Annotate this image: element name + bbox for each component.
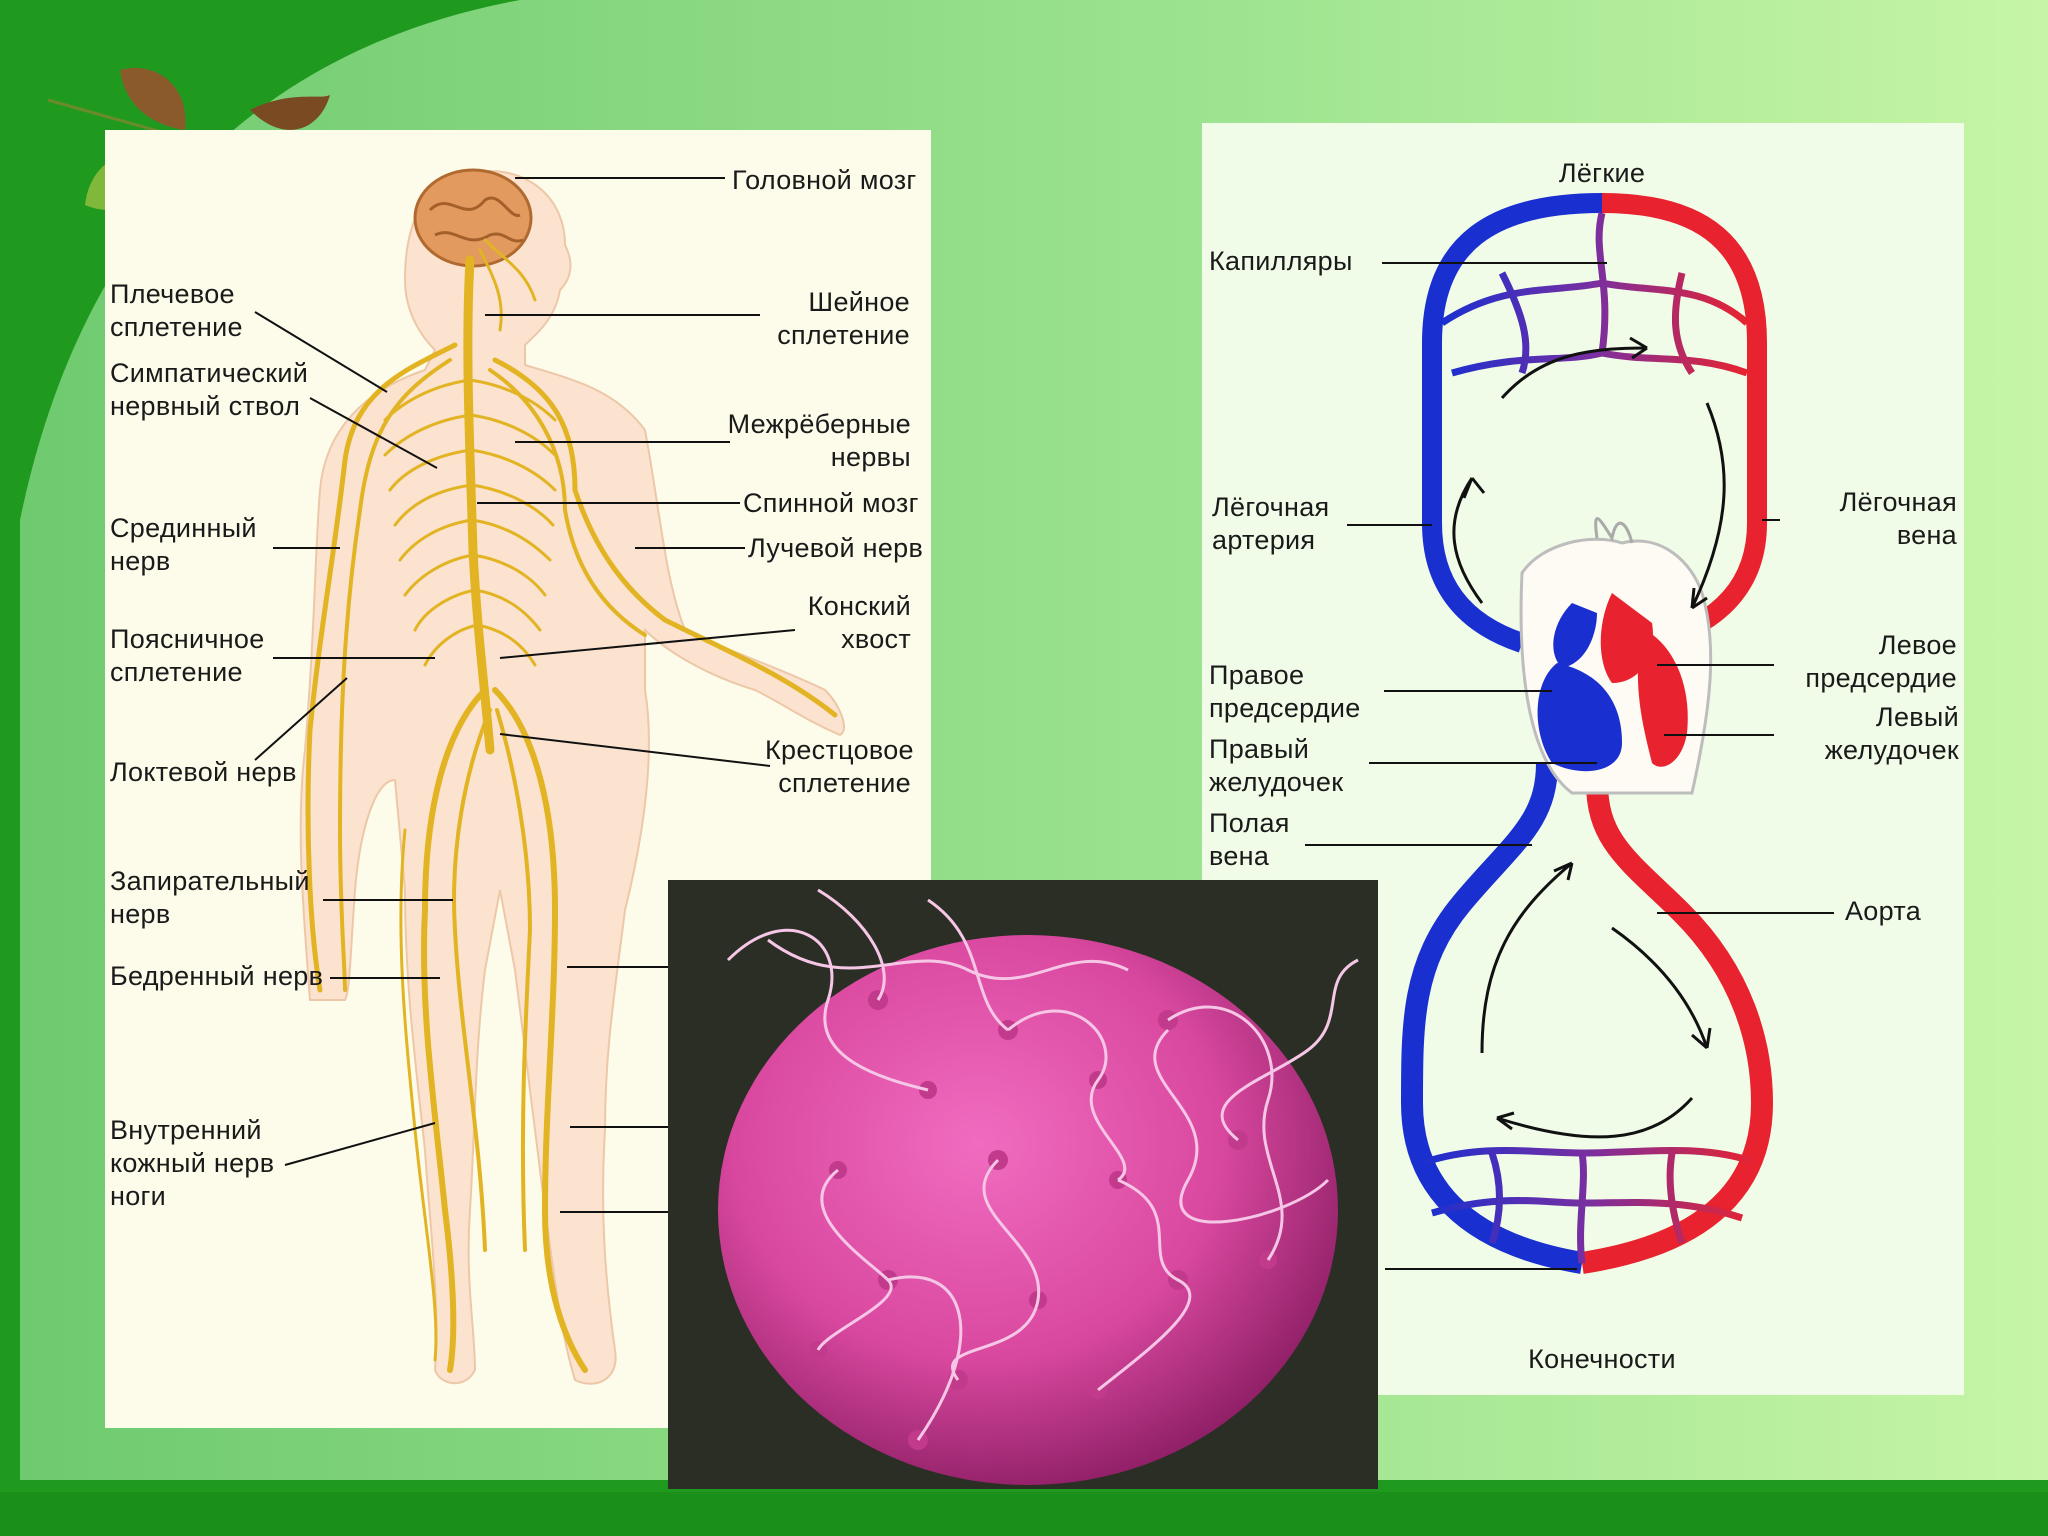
label-vena-cava: Полая вена [1209,808,1290,871]
pulmonary-artery [1422,193,1603,653]
label-saphenous-nerve: Внутренний кожный нерв ноги [110,1115,275,1211]
label-right-atrium: Правое предсердие [1209,660,1361,723]
nerve-network [305,238,838,1373]
label-left-atrium: Левое предсердие [1805,630,1957,693]
pulmonary-vein [1601,193,1767,653]
label-aorta: Аорта [1845,896,1922,926]
label-obturator-nerve: Запирательный нерв [110,866,310,929]
vena-cava [1400,762,1584,1274]
label-right-ventricle: Правый желудочек [1209,734,1344,797]
label-brain: Головной мозг [732,165,917,195]
nervous-system-figure [254,168,845,1385]
label-cervical-plexus: Шейное сплетение [777,287,910,350]
aorta [1580,782,1774,1274]
limb-capillaries [1420,1147,1759,1264]
label-pulmonary-vein: Лёгочная вена [1839,487,1957,550]
label-sacral-plexus: Крестцовое сплетение [765,735,914,798]
label-capillaries: Капилляры [1209,246,1353,276]
label-pulmonary-artery: Лёгочная артерия [1212,492,1330,555]
lung-capillaries [1440,212,1750,377]
nervous-leader-lines [254,177,796,1213]
label-lumbar-plexus: Поясничное сплетение [110,624,265,687]
label-spinal-cord: Спинной мозг [743,488,919,518]
label-brachial-plexus: Плечевое сплетение [110,279,243,342]
label-limbs: Конечности [1528,1344,1676,1374]
circulation-leader-lines [1305,262,1834,1270]
heart-icon [1519,517,1713,795]
label-median-nerve: Срединный нерв [110,513,257,576]
label-cauda-equina: Конский хвост [807,591,911,654]
label-lungs: Лёгкие [1558,158,1646,188]
label-left-ventricle: Левый желудочек [1824,702,1959,765]
flow-arrows [1452,336,1726,1139]
label-ulnar-nerve: Локтевой нерв [110,757,297,787]
circulation-figure [1305,193,1834,1274]
label-sympathetic-trunk: Симпатический нервный ствол [110,358,309,421]
egg-sperm-micrograph [668,880,1378,1489]
nervous-system-diagram: Головной мозг Шейное сплетение Плечевое … [105,130,931,1428]
label-femoral-nerve: Бедренный нерв [110,961,324,991]
sperm-tails [726,888,1359,1441]
brain-icon [413,168,533,268]
label-radial-nerve: Лучевой нерв [748,533,924,563]
label-intercostal-nerves: Межрёберные нервы [727,409,911,472]
